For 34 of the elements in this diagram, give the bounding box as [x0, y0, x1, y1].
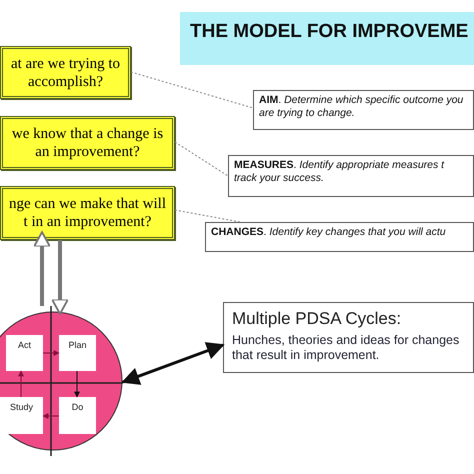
step-label: Do [72, 402, 84, 412]
step-box [0, 397, 43, 434]
block-arrow [33, 231, 51, 306]
step-box [59, 397, 96, 434]
step-box [59, 335, 96, 371]
step-label: Act [18, 340, 31, 350]
arrow [18, 370, 24, 398]
note-box [223, 302, 474, 373]
question-box [0, 116, 175, 170]
leader-line [174, 142, 228, 176]
arrow [42, 350, 60, 356]
description-box [253, 90, 474, 130]
block-arrow [51, 240, 69, 315]
question-box [0, 46, 131, 99]
question-box [0, 186, 175, 240]
arrow [42, 413, 60, 419]
title-text: THE MODEL FOR IMPROVEME [190, 21, 468, 43]
step-label: Plan [68, 340, 86, 350]
description-text: CHANGES. Identify key changes that you will actu [211, 226, 446, 238]
step-box [6, 335, 43, 371]
description-text: MEASURES. Identify appropriate measures t track your success. [234, 159, 444, 184]
question-text: nge can we make that will t in an improvement? [8, 195, 168, 231]
description-box [205, 222, 474, 252]
leader-line [174, 210, 240, 222]
arrow [74, 370, 80, 398]
description-box [228, 155, 474, 197]
note-heading: Multiple PDSA Cycles: [232, 309, 402, 329]
step-label: Study [10, 402, 33, 412]
arrow [121, 342, 225, 385]
description-text: AIM. Determine which specific outcome you are trying to change. [259, 94, 464, 119]
leader-line [130, 72, 254, 108]
question-text: we know that a change is an improvement? [10, 125, 164, 161]
note-text: Hunches, theories and ideas for changes that result in improvement. [232, 333, 460, 363]
question-text: at are we trying to accomplish? [10, 54, 122, 90]
